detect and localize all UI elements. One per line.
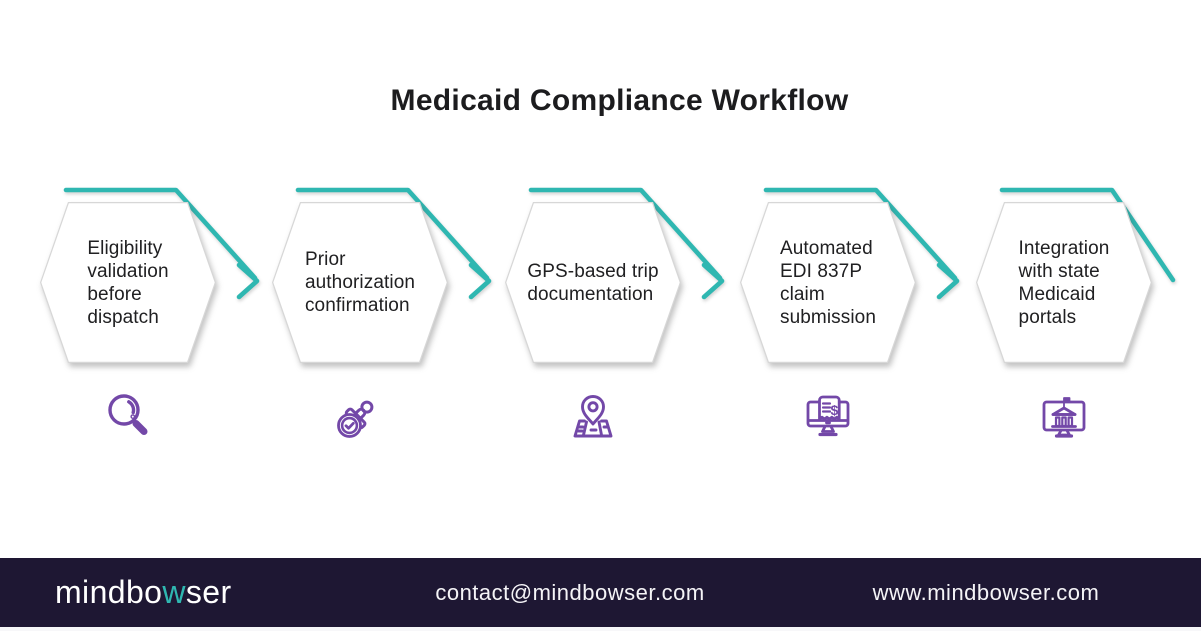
claim-monitor-icon: $ <box>806 395 850 437</box>
step-label: Prior authorization confirmation <box>304 249 416 316</box>
logo-text-left: mindbo <box>55 574 163 610</box>
workflow-step-3: GPS-based trip documentation <box>505 180 745 480</box>
svg-text:$: $ <box>831 402 839 418</box>
step-label: GPS-based trip documentation <box>527 260 659 305</box>
contact-email-link[interactable]: contact@mindbowser.com <box>435 579 705 605</box>
arrow-connector-icon <box>763 187 960 300</box>
state-portal-monitor-icon <box>1042 397 1086 438</box>
logo-text-w: w <box>162 574 186 610</box>
workflow-step-1: Eligibility validation before dispatch <box>40 180 280 480</box>
step-label: Integration with state Medicaid portals <box>1018 237 1110 328</box>
hexagon-shape: Prior authorization confirmation <box>272 202 448 363</box>
workflow-step-2: Prior authorization confirmation <box>272 180 512 480</box>
arrow-connector-icon <box>63 187 260 300</box>
magnifier-search-icon <box>108 394 148 435</box>
arrow-connector-icon <box>295 187 492 300</box>
bottom-edge-strip <box>0 627 1201 631</box>
step-label: Automated EDI 837P claim submission <box>779 237 877 328</box>
workflow-step-4: Automated EDI 837P claim submission $ <box>740 180 980 480</box>
line-connector-icon <box>999 187 1176 283</box>
hexagon-shape: Eligibility validation before dispatch <box>40 202 216 363</box>
step-label: Eligibility validation before dispatch <box>87 237 169 328</box>
workflow-step-5: Integration with state Medicaid portals <box>976 180 1201 480</box>
page-title: Medicaid Compliance Workflow <box>390 84 849 117</box>
website-link[interactable]: www.mindbowser.com <box>872 579 1100 605</box>
hexagon-shape: Automated EDI 837P claim submission <box>740 202 916 363</box>
hexagon-shape: Integration with state Medicaid portals <box>976 202 1152 363</box>
approval-stamp-icon <box>337 400 374 438</box>
logo-text-right: ser <box>185 574 232 610</box>
hexagon-shape: GPS-based trip documentation <box>505 202 681 363</box>
gps-map-pin-icon <box>573 395 613 438</box>
arrow-connector-icon <box>528 187 725 300</box>
